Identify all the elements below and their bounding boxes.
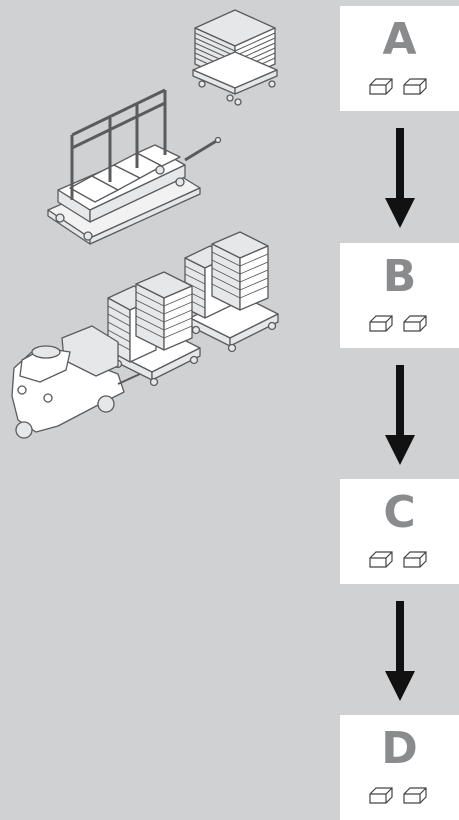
stage-d-panel: D bbox=[340, 715, 459, 820]
stage-a-label: A bbox=[382, 14, 417, 65]
box-pair-icon bbox=[368, 551, 427, 568]
stage-a-panel: A bbox=[340, 6, 459, 111]
stage-c-label: C bbox=[383, 487, 416, 538]
down-arrow-icon bbox=[385, 128, 415, 228]
box-pair-icon bbox=[368, 315, 427, 332]
stacked-tray-cart bbox=[192, 9, 278, 106]
stage-b-panel: B bbox=[340, 243, 459, 348]
glass-rack-trolley bbox=[47, 88, 222, 245]
stage-d-label: D bbox=[381, 723, 418, 774]
stage-c-panel: C bbox=[340, 479, 459, 584]
box-pair-icon bbox=[368, 787, 427, 804]
stage-b-label: B bbox=[382, 251, 417, 302]
box-pair-icon bbox=[368, 78, 427, 95]
tugger-train bbox=[11, 231, 279, 439]
down-arrow-icon bbox=[385, 601, 415, 701]
down-arrow-icon bbox=[385, 365, 415, 465]
logistics-illustration bbox=[11, 9, 279, 439]
